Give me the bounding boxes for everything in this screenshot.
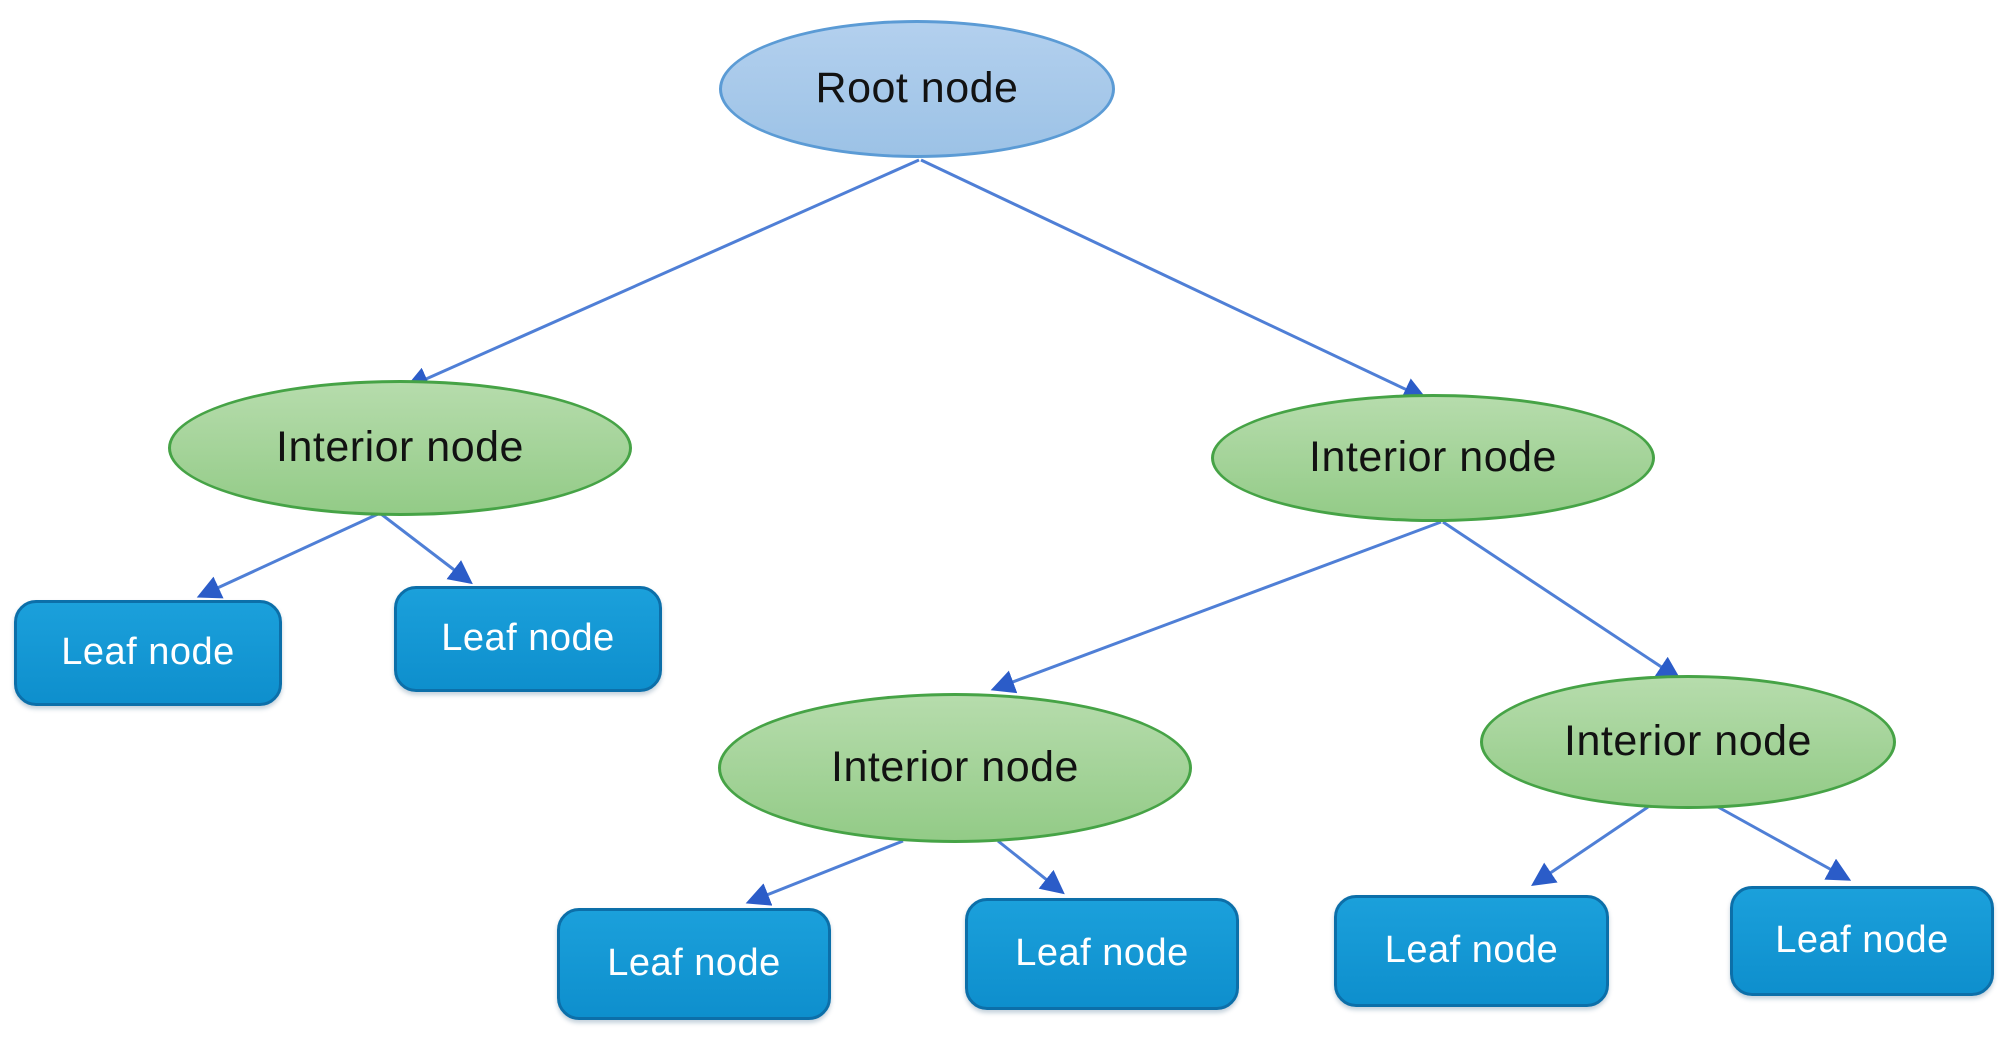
interior-node-bottom-right: Interior node [1480, 675, 1896, 809]
leaf-node-1: Leaf node [14, 600, 282, 706]
edge-interior-bottom-left-to-leaf-3 [745, 839, 904, 906]
leaf-node-3: Leaf node [557, 908, 831, 1020]
edge-interior-top-right-to-interior-bottom-left [990, 520, 1442, 694]
leaf-node-2: Leaf node [394, 586, 662, 692]
leaf-node-6-label: Leaf node [1775, 919, 1949, 962]
interior-node-top-right: Interior node [1211, 394, 1655, 522]
edge-interior-top-left-to-leaf-1 [196, 512, 379, 599]
interior-node-bottom-left-label: Interior node [831, 743, 1079, 792]
interior-node-top-left-label: Interior node [276, 423, 524, 472]
edge-root-to-interior-top-left [404, 158, 920, 390]
edge-interior-bottom-right-to-leaf-5 [1531, 805, 1649, 887]
interior-node-top-left: Interior node [168, 380, 632, 516]
edge-interior-top-right-to-interior-bottom-right [1442, 520, 1681, 680]
root-node-label: Root node [815, 64, 1019, 113]
edge-interior-top-left-to-leaf-2 [380, 512, 473, 585]
edge-interior-bottom-right-to-leaf-6 [1717, 805, 1852, 881]
interior-node-bottom-left: Interior node [718, 693, 1192, 843]
leaf-node-4: Leaf node [965, 898, 1239, 1010]
leaf-node-6: Leaf node [1730, 886, 1994, 996]
leaf-node-3-label: Leaf node [607, 942, 781, 985]
leaf-node-5: Leaf node [1334, 895, 1609, 1007]
leaf-node-5-label: Leaf node [1384, 929, 1559, 972]
interior-node-top-right-label: Interior node [1309, 433, 1557, 482]
edge-interior-bottom-left-to-leaf-4 [997, 839, 1065, 895]
root-node: Root node [719, 20, 1115, 158]
leaf-node-4-label: Leaf node [1015, 932, 1189, 975]
leaf-node-2-label: Leaf node [441, 617, 615, 660]
edge-root-to-interior-top-right [920, 158, 1428, 401]
leaf-node-1-label: Leaf node [61, 631, 235, 674]
interior-node-bottom-right-label: Interior node [1564, 717, 1812, 766]
